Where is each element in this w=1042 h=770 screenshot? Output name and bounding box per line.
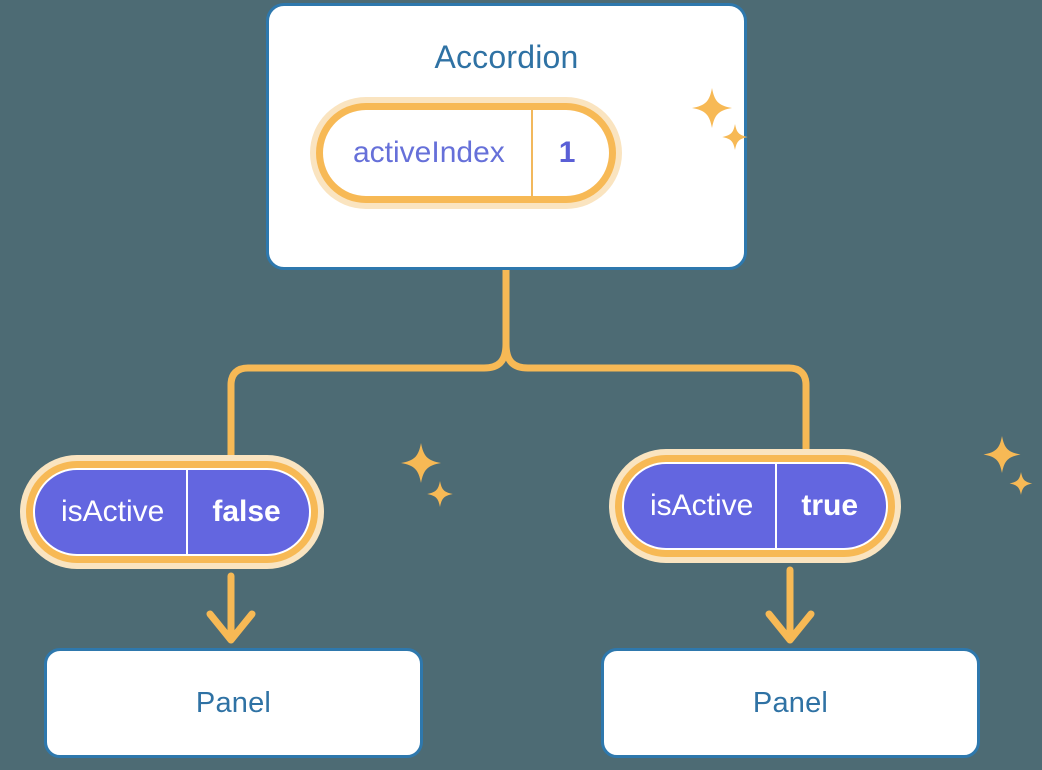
sparkle-group	[401, 443, 453, 507]
sparkle-small-icon	[427, 481, 453, 507]
state-key-label: isActive	[61, 495, 165, 528]
page-title: Accordion	[434, 39, 579, 75]
state-value-label: false	[186, 470, 308, 554]
state-badge-is-active-false[interactable]: isActive false	[20, 455, 324, 569]
pill-outer-ring: isActive false	[20, 455, 324, 569]
state-badge-active-index[interactable]: activeIndex 1	[310, 97, 623, 209]
sparkle-icon	[401, 443, 441, 483]
state-key-label: activeIndex	[353, 136, 505, 169]
sparkle-small-icon	[1009, 472, 1033, 495]
pill-inner-ring: isActive false	[26, 461, 318, 563]
sparkle-icon	[983, 436, 1021, 473]
pill-body: activeIndex 1	[323, 110, 610, 196]
arrow-down-icon	[765, 610, 815, 644]
wire-branch-right	[502, 340, 810, 470]
wire-branch-left	[227, 340, 510, 474]
arrow-down-icon	[206, 610, 256, 644]
pill-outer-ring: isActive true	[609, 449, 902, 563]
pill-inner-ring: activeIndex 1	[316, 103, 617, 203]
state-value-label: true	[775, 464, 886, 548]
pill-inner-ring: isActive true	[615, 455, 896, 557]
sparkle-group	[983, 436, 1033, 495]
panel-card-left[interactable]: Panel	[44, 648, 423, 758]
pill-body: isActive true	[622, 462, 889, 550]
pill-outer-ring: activeIndex 1	[310, 97, 623, 209]
pill-body: isActive false	[33, 468, 311, 556]
panel-title: Panel	[752, 686, 829, 719]
panel-title: Panel	[195, 686, 272, 719]
state-key-label: isActive	[650, 489, 754, 522]
state-value-label: 1	[530, 110, 610, 196]
state-badge-is-active-true[interactable]: isActive true	[609, 449, 902, 563]
panel-card-right[interactable]: Panel	[601, 648, 980, 758]
